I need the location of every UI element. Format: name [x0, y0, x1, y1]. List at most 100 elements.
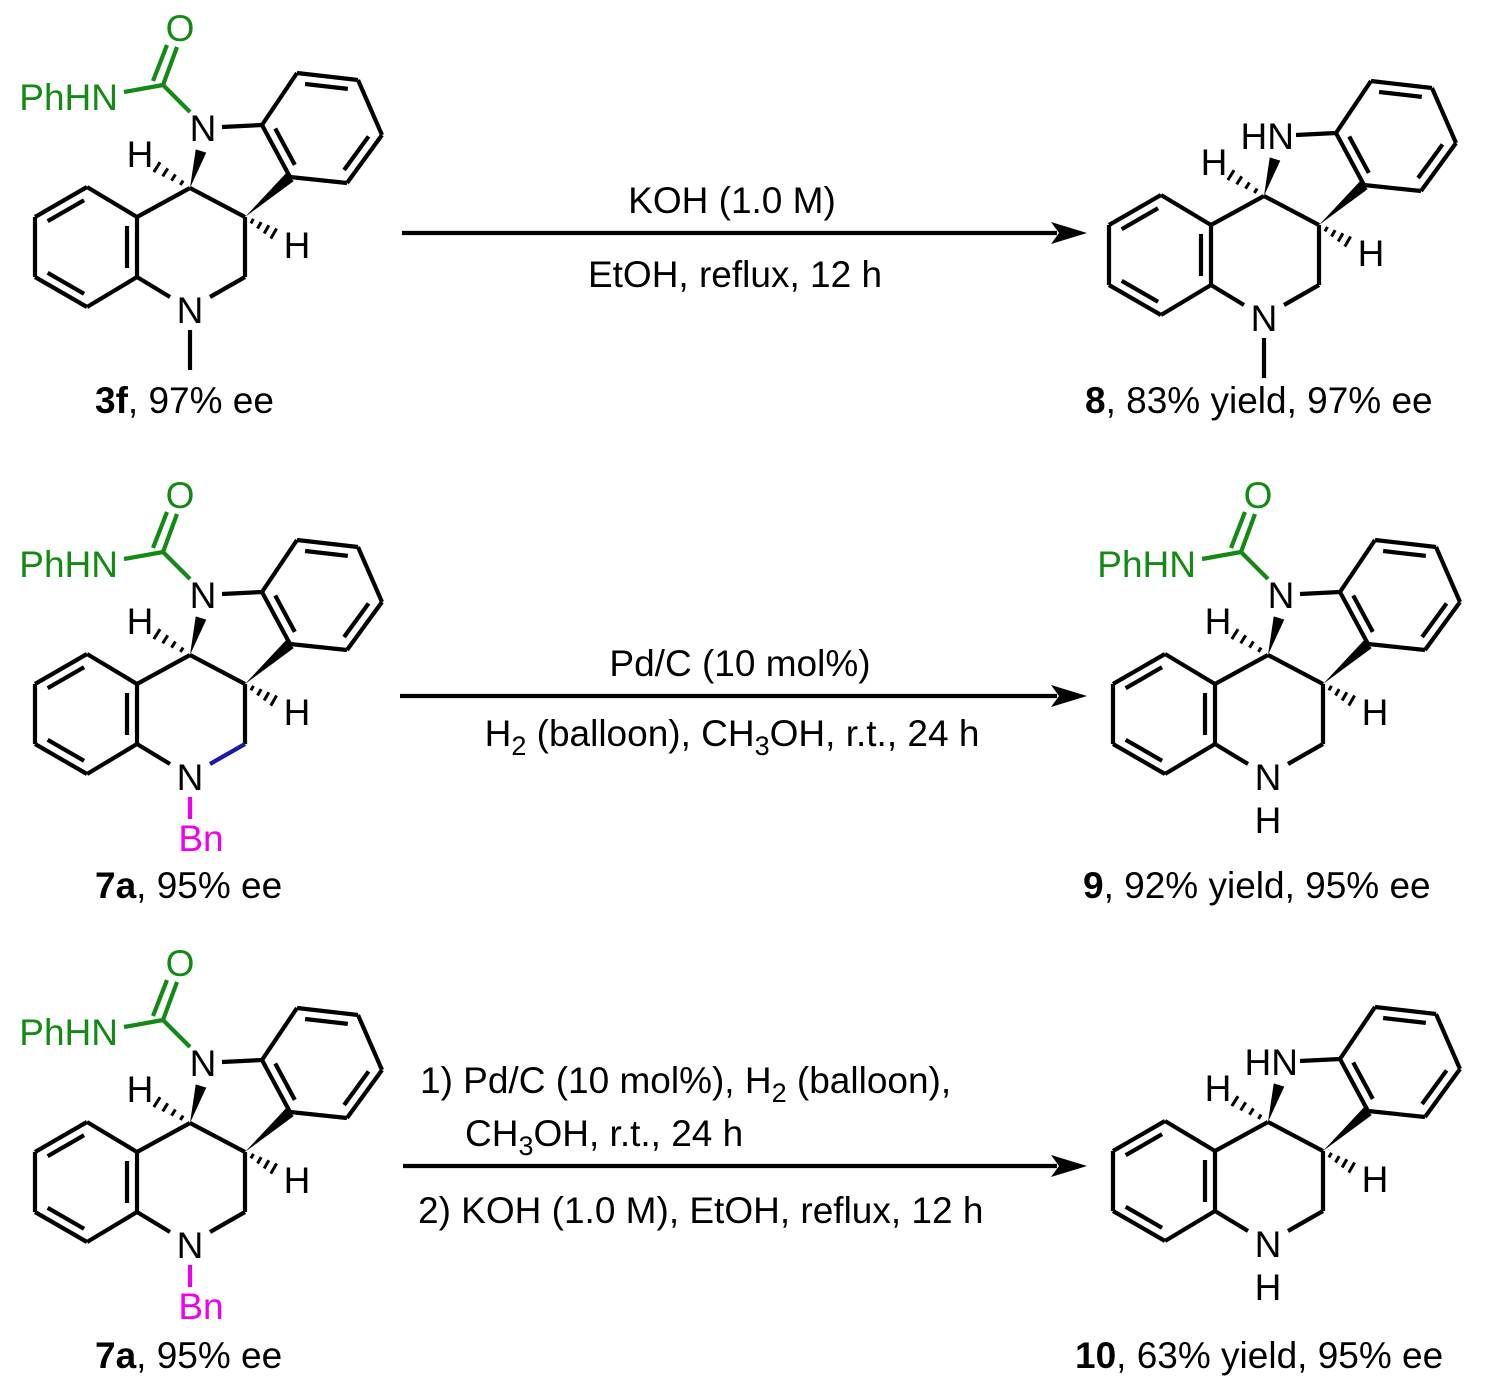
double-bond-inner — [1120, 206, 1160, 232]
condition-text: H — [485, 713, 512, 754]
double-bond-inner — [46, 1133, 86, 1159]
hash-bond-segment — [1330, 229, 1337, 238]
n-label: N — [177, 1225, 204, 1266]
bond — [345, 133, 384, 185]
condition-text: EtOH, reflux, 12 h — [588, 254, 882, 295]
n-label: N — [177, 757, 204, 798]
bond — [221, 1057, 263, 1065]
hash-bond-segment — [1334, 1155, 1341, 1164]
nh-label: HN — [1241, 116, 1294, 157]
hash-bond-segment — [152, 161, 162, 173]
bond — [1163, 742, 1217, 776]
double-bond-inner — [1124, 737, 1164, 763]
double-bond-inner — [1124, 665, 1164, 691]
bond — [345, 600, 384, 652]
hash-bond-segment — [1226, 169, 1236, 181]
hash-bond-segment — [1334, 688, 1341, 697]
double-bond-inner — [1378, 89, 1423, 99]
double-bond-inner — [1416, 143, 1445, 180]
bond — [85, 1210, 139, 1244]
hash-bond-segment — [1340, 691, 1349, 702]
bond — [260, 1006, 299, 1062]
hash-bond-segment — [170, 173, 177, 182]
stereo-h-label: H — [284, 692, 311, 733]
bond — [1163, 1209, 1217, 1243]
bond — [85, 652, 139, 686]
wedge-bond — [190, 616, 207, 655]
reaction-condition: 1) Pd/C (10 mol%), H2 (balloon), — [420, 1060, 951, 1108]
hash-bond-segment — [1257, 1113, 1263, 1120]
oxygen-label: O — [166, 8, 195, 49]
bn-label: Bn — [178, 818, 223, 859]
subscript: 2 — [772, 1078, 787, 1108]
double-bond-inner — [46, 737, 86, 763]
carbonyl-bond — [1239, 513, 1257, 553]
hash-bond-segment — [262, 224, 271, 235]
compound-id: 8 — [1085, 380, 1106, 421]
hash-bond-segment — [1248, 1107, 1255, 1116]
bond — [189, 1121, 246, 1154]
hash-bond-segment — [1257, 646, 1263, 653]
hash-bond-segment — [170, 640, 177, 649]
n-label: N — [190, 575, 217, 616]
wedge-bond — [245, 639, 294, 684]
oxygen-label: O — [166, 475, 195, 516]
bond — [1111, 1119, 1167, 1153]
bond — [189, 653, 246, 686]
double-bond-inner — [1382, 548, 1427, 558]
wedge-bond — [1264, 157, 1281, 196]
double-bond-inner — [273, 1062, 297, 1101]
compound-data: , 97% ee — [128, 380, 274, 421]
hash-bond-segment — [249, 218, 255, 225]
bond — [1299, 589, 1341, 597]
hash-bond-segment — [1230, 628, 1240, 640]
reaction-condition: 2) KOH (1.0 M), EtOH, reflux, 12 h — [418, 1190, 983, 1231]
wedge-bond — [245, 172, 294, 217]
carbonyl-bond — [1229, 511, 1247, 549]
double-bond-inner — [1420, 602, 1449, 639]
phhn-label: PhHN — [1097, 544, 1196, 585]
reaction-condition: CH3OH, r.t., 24 h — [465, 1113, 743, 1161]
double-bond-inner — [46, 665, 86, 691]
stereo-h-label: H — [284, 1160, 311, 1201]
bond — [1163, 1119, 1217, 1153]
product-label: 10, 63% yield, 95% ee — [1075, 1335, 1443, 1376]
wedge-bond — [1323, 1106, 1372, 1151]
hash-bond-segment — [1336, 232, 1345, 243]
bond — [296, 70, 359, 83]
bond — [1213, 653, 1270, 686]
stereo-h-label: H — [284, 225, 311, 266]
condition-text: (balloon), CH — [526, 713, 754, 754]
double-bond-inner — [273, 127, 297, 166]
bond — [1334, 132, 1366, 186]
compound-id: 7a — [95, 1335, 137, 1376]
condition-text: 1) Pd/C (10 mol%), H — [420, 1060, 772, 1101]
hash-bond-segment — [179, 179, 185, 186]
bond — [1338, 1005, 1377, 1061]
bond — [1209, 283, 1246, 307]
compound-data: , 92% yield, 95% ee — [1104, 865, 1431, 906]
bond — [1370, 78, 1433, 91]
bond — [1107, 283, 1163, 317]
hash-bond-segment — [256, 221, 263, 230]
bond — [1159, 193, 1213, 227]
carbonyl-bond — [151, 44, 169, 82]
nh-label: HN — [1245, 1042, 1298, 1083]
condition-text: OH, r.t., 24 h — [533, 1113, 743, 1154]
bond — [1338, 591, 1370, 645]
hash-bond-segment — [161, 167, 170, 178]
stereo-h-label: H — [1205, 601, 1232, 642]
bond — [1213, 742, 1250, 766]
wedge-bond — [1319, 180, 1368, 225]
bond — [356, 1014, 384, 1071]
double-bond-inner — [1347, 135, 1371, 174]
hash-bond-segment — [1248, 640, 1255, 649]
oxygen-label: O — [1244, 475, 1273, 516]
subscript: 3 — [755, 731, 770, 761]
bond — [1111, 652, 1167, 686]
reaction-condition: KOH (1.0 M) — [628, 180, 836, 221]
bond — [356, 546, 384, 603]
nh-h-label: H — [1255, 800, 1282, 841]
